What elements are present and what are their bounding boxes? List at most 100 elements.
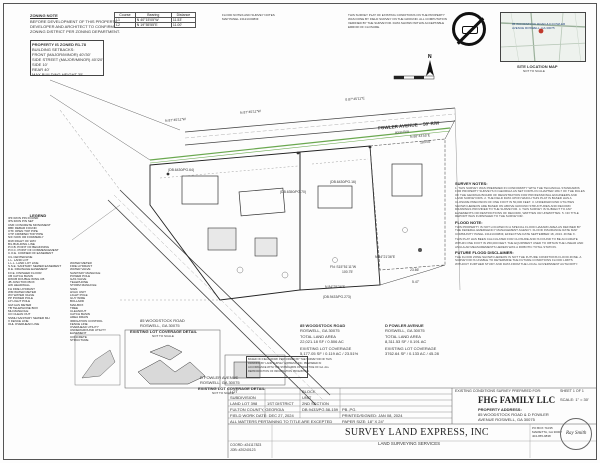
legend-item: L.L.L. LAND LOT LINE — [8, 261, 39, 266]
tb-cell: FIELD WORK DATE: DEC 27, 2024 — [230, 413, 294, 418]
legend-item: WM WATER METER — [8, 289, 36, 294]
legend-symbol: STORM MANHOLE — [70, 283, 97, 288]
legend-item: R/W RIGHT OF WAY — [8, 238, 37, 243]
bearing-label: N 84°25'36"E — [325, 285, 346, 289]
legend-item: CB CATCH BASIN — [8, 273, 33, 278]
warning-box — [246, 356, 308, 378]
detail2-nts: NOT TO SCALE — [212, 391, 234, 395]
legend-symbol: CLEANOUT — [70, 309, 87, 314]
distance-label: 5.47' — [412, 280, 420, 284]
legend-title: LEGEND — [29, 213, 47, 218]
legend-symbol: LIGHT POLE — [70, 293, 88, 298]
detail2-sub: ROSWELL, GA 30075 — [200, 380, 240, 385]
lot-right-title: D FOWLER AVENUE — [385, 323, 424, 328]
legend-symbol: BOLLARD — [70, 299, 85, 304]
tb-cell: 2ND SECTION — [302, 401, 329, 406]
legend-item: D.E. DRAINAGE EASEMENT — [8, 267, 48, 272]
legend-item: IPS IRON PIN SET — [8, 219, 34, 224]
bearing-label: N 84°21'36"E — [375, 255, 396, 259]
tb-cell: ALL MATTERS PERTAINING TO TITLE ARE EXCE… — [230, 419, 333, 424]
zoning-box-line: SIDE STREET (MAJOR/MINOR) 40'/20' — [32, 57, 104, 62]
legend-symbol: IRRIGATION CONTROL — [70, 318, 103, 323]
future-flood-heading: FUTURE FLOOD DISCLAIMER: — [455, 250, 514, 256]
zoning-note-line: ZONING DISTRICT PER ZONING DEPARTMENT. — [30, 29, 121, 34]
detail2-title: D FOWLER AVENUE — [200, 375, 239, 380]
warning-line: REPRODUCTION OF INFORMATION PROHIBITED. — [248, 370, 310, 373]
legend-item: LP LIGHT POLE — [8, 299, 31, 304]
tb-cell: DB.9433/PG.58-159 — [302, 407, 339, 412]
tb-company-line: PO BOX 71035 — [532, 426, 553, 430]
legend-item: CMF CONCRETE MONUMENT — [8, 222, 51, 227]
flood-note-top: MAP PANEL 13121C0083F — [222, 17, 259, 21]
vicinity-map-label: SITE LOCATION MAP — [517, 64, 558, 69]
vicinity-site-text: 85 WOODSTOCK ROAD & D FOWLER — [512, 22, 566, 26]
closure-note: THIS PLAT HAS BEEN CALCULATED FOR CLOSUR… — [455, 237, 584, 249]
tb-cell: PAPER SIZE: 18" X 24" — [342, 419, 385, 424]
legend-item: CO CLEAN OUT — [8, 312, 31, 317]
legend-symbol: OVERHEAD UTILITY — [70, 325, 99, 330]
legend-item: TB TELEPHONE BOX — [8, 305, 38, 310]
legend-symbol: SANITARY MANHOLE — [70, 270, 101, 275]
legend-symbol: FIRE HYDRANT — [70, 264, 93, 269]
detail1-nts: NOT TO SCALE — [152, 334, 174, 338]
tb-cell: UNIT — [302, 395, 312, 400]
tb-cell: SUBDIVISION — [230, 395, 256, 400]
legend-item: SSMH SANITARY SEWER MH — [8, 315, 50, 320]
lot-left-cov-label: EXISTING LOT COVERAGE — [300, 346, 352, 351]
parcel-label: (DB.9433/PG.273) — [323, 295, 351, 299]
lot-right-cov: 3762.64 SF / 0.133 AC / 45.28 — [385, 351, 439, 356]
legend-item: P.O.C. POINT OF COMMENCEMENT — [8, 248, 59, 253]
survey-notes-heading: SURVEY NOTES: — [455, 181, 488, 186]
distance-label: 183.65' — [419, 139, 432, 145]
lot-left-area: 22,021.18 SF / 0.506 AC — [300, 339, 344, 344]
legend-item: OHL OVERHEAD LINE — [8, 321, 40, 326]
legend-item: HW HEADWALL — [8, 283, 31, 288]
legend-symbol: POWER POLE — [70, 273, 91, 278]
lot-left-area-label: TOTAL LAND AREA — [300, 334, 336, 339]
line-table-cell: 11.00' — [170, 22, 197, 28]
lot-right-area: 8,311.53 SF / 0.191 AC — [385, 339, 427, 344]
legend-item: MH MANHOLE — [8, 309, 29, 314]
distance-label: 100.75' — [342, 270, 354, 274]
legend-item: S.S.E. SANITARY SEWER EASEMENT — [8, 264, 62, 269]
vicinity-map — [500, 12, 586, 62]
detail1-label: EXISTING LOT COVERAGE DETAIL — [130, 329, 198, 334]
survey-header-line: WAS DONE BY FIELD SURVEY ON THE GROUND. … — [348, 17, 447, 21]
tb-cell: FULTON COUNTY, GEORGIA — [230, 407, 285, 412]
legend-item: WV WATER VALVE — [8, 293, 35, 298]
tb-code: JOB: #20240123 — [230, 448, 256, 452]
tb-company: SURVEY LAND EXPRESS, INC — [345, 427, 489, 438]
legend-symbol: MAILBOX — [70, 302, 84, 307]
tb-cell: LAND LOT 398 — [230, 401, 258, 406]
tb-address: 85 WOODSTOCK ROAD & D FOWLER — [478, 412, 549, 417]
tb-company-sub: LAND SURVEYING SERVICES — [378, 441, 441, 446]
tb-company-line: 404-955-9838 — [532, 434, 551, 438]
legend-symbol: TELEPHONE — [70, 280, 89, 285]
flood-note-heading: FLOOD NOTE: — [455, 219, 483, 225]
legend-item: B/L BUILDING LINE — [8, 241, 35, 246]
legend-item: C/L CENTERLINE — [8, 254, 33, 259]
no-parking-icon — [452, 12, 486, 46]
surveyor-seal — [560, 418, 592, 450]
lot-left-title: 85 WOODSTOCK ROAD — [300, 323, 346, 328]
signature: Ray Smith — [566, 431, 587, 436]
tb-cell: BLOCK — [302, 389, 316, 394]
legend-item: OTF OPEN TOP PIPE — [8, 229, 38, 234]
legend-item: GM GAS METER — [8, 302, 32, 307]
legend-item: DWCB DOUBLE WING CB — [8, 277, 45, 282]
legend-item: CTP CRIMPED TOP PIPE — [8, 232, 44, 237]
legend-symbol: STRUCTURE — [70, 337, 89, 342]
tb-address-label: PROPERTY ADDRESS: — [478, 407, 522, 412]
flood-note-top: FLOOD NOTES AND SURVEY NOTES — [222, 13, 275, 17]
legend-item: RBF REBAR FOUND — [8, 225, 37, 230]
warning-line: BASED ON FIELD WORK PERFORMED BY THE SUR… — [248, 358, 332, 361]
tb-cell: PB.,PG. — [342, 407, 357, 412]
zoning-box-line: REAR 40' — [32, 67, 50, 72]
zoning-note-line: DEVELOPER AND ARCHITECT TO CONFIRM — [30, 24, 114, 29]
tb-cell: LOT — [230, 389, 238, 394]
zoning-box-title: PROPERTY IS ZONED R1-78 — [32, 42, 86, 47]
parcel-label: (DB.6430/PG.64) — [168, 168, 195, 172]
lot-left-cov: 5,177.05 SF / 0.119 AC / 23.51% — [300, 351, 359, 356]
legend-item: PP POWER POLE — [8, 296, 33, 301]
